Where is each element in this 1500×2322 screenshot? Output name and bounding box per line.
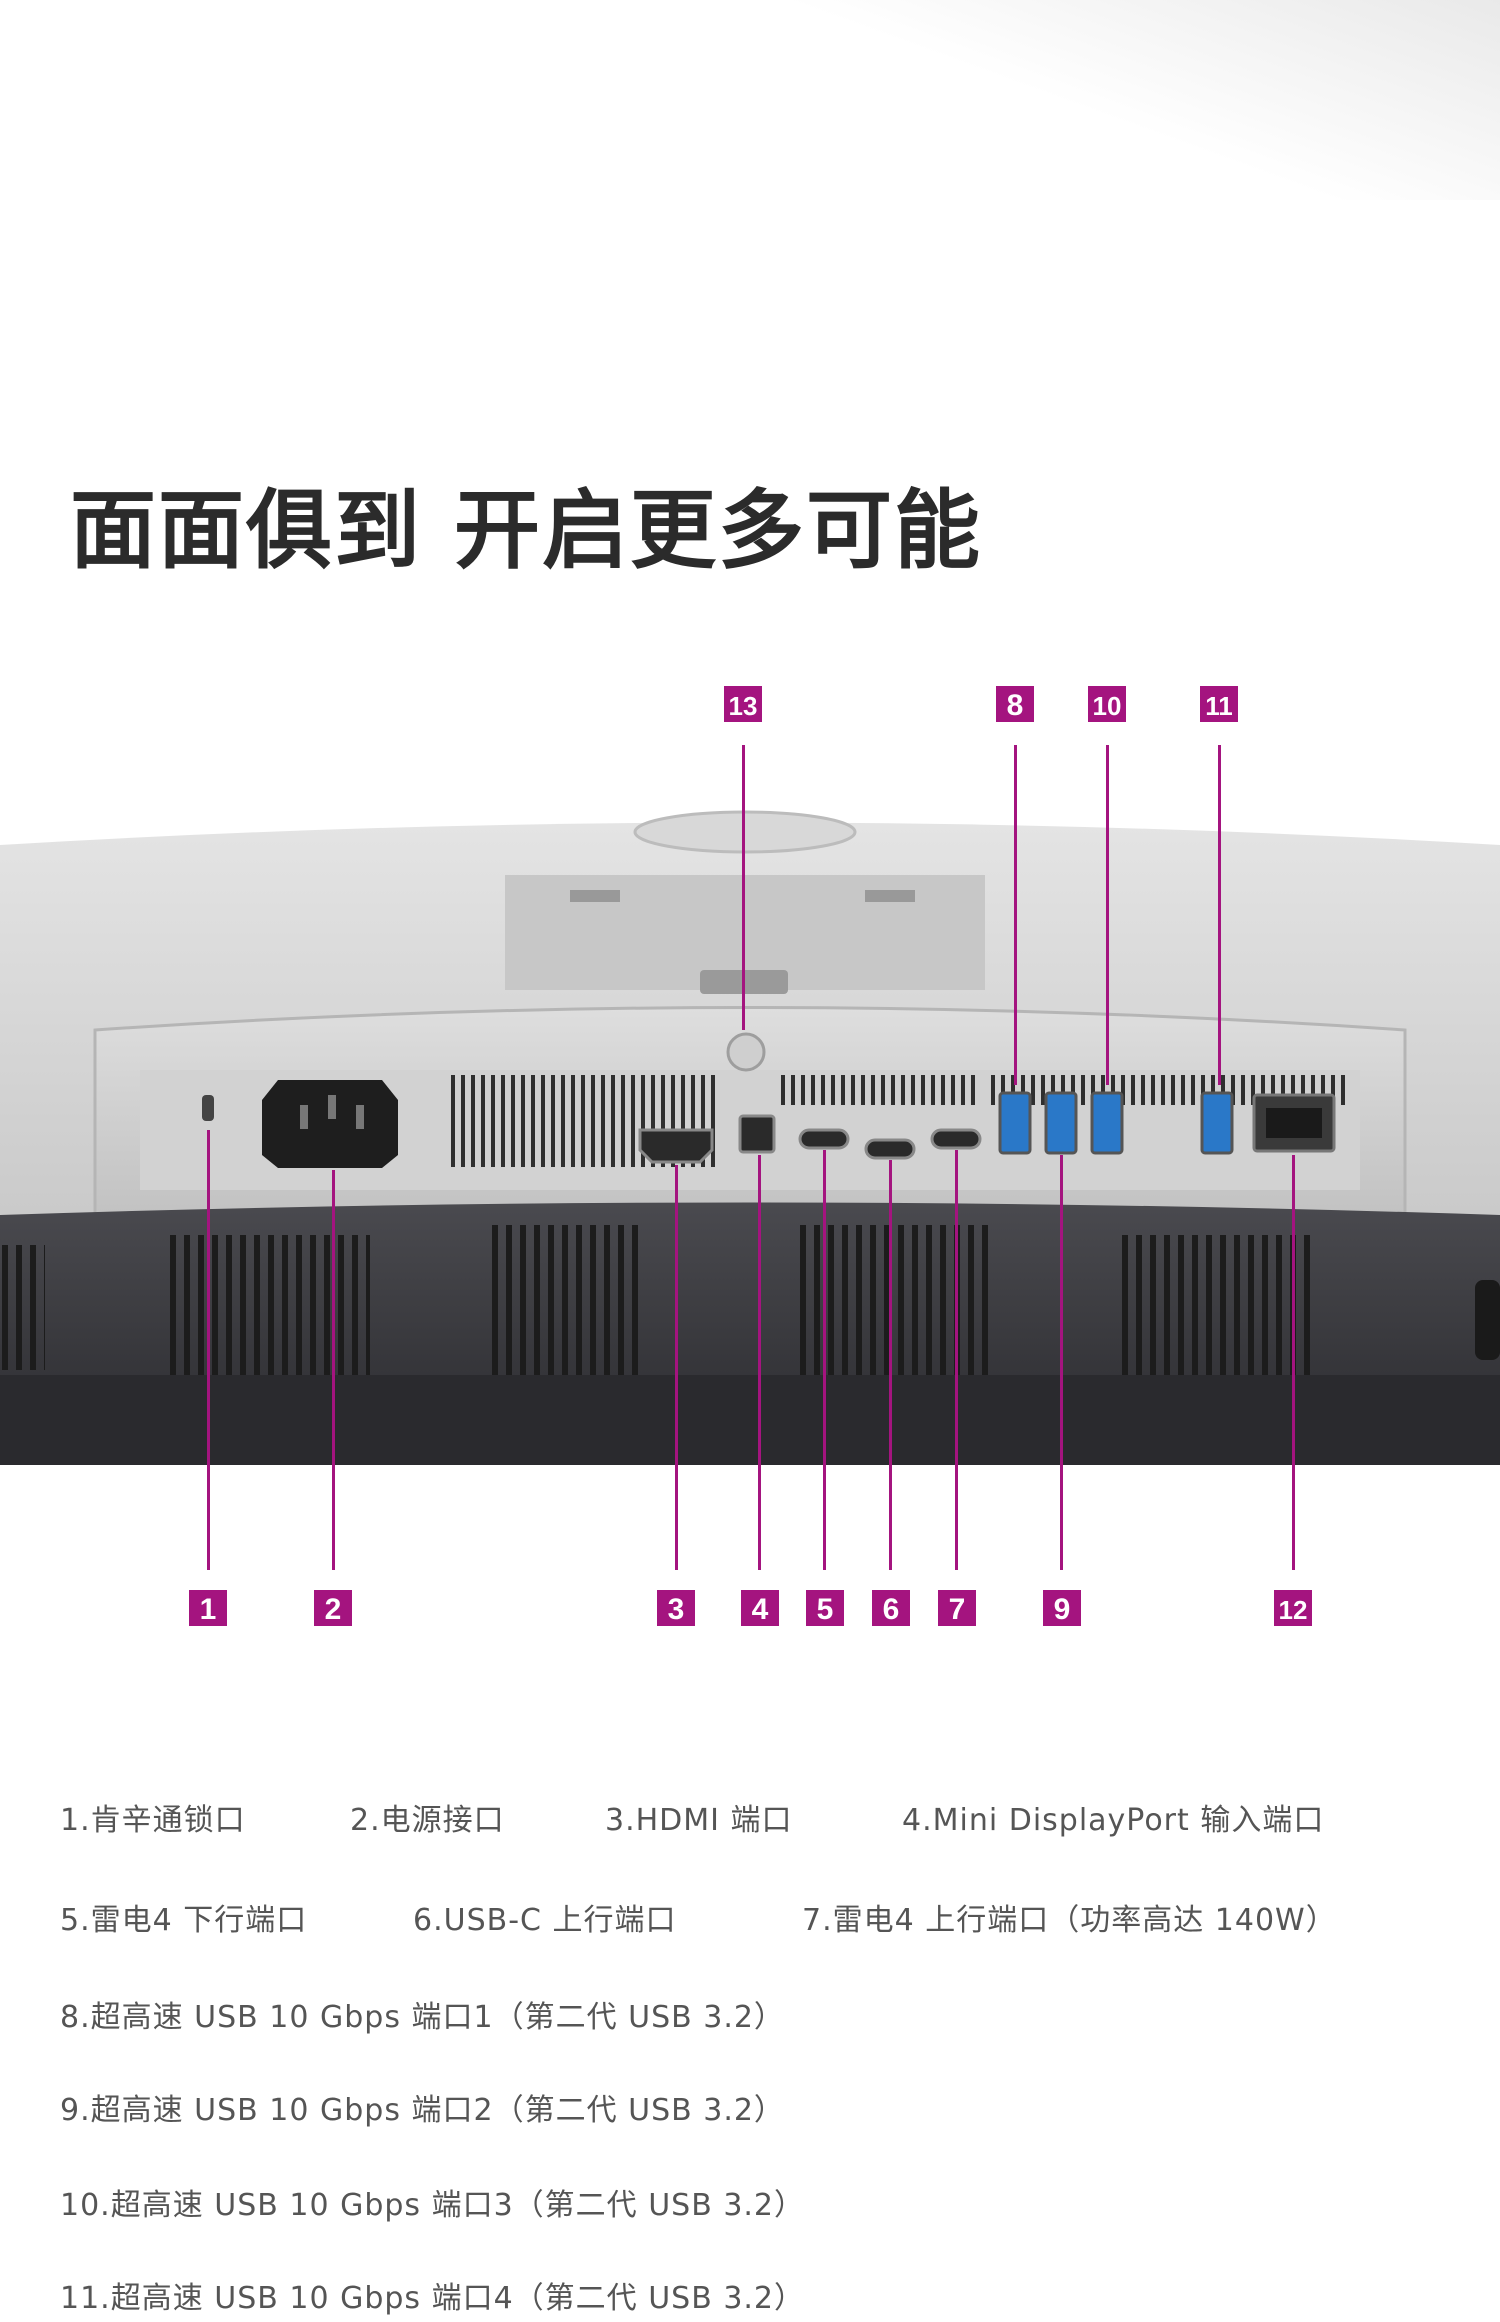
- callout-1: 1: [187, 1588, 229, 1628]
- joystick-button: [726, 1032, 766, 1072]
- legend-item-7: 7.雷电4 上行端口（功率高达 140W）: [802, 1903, 1337, 1938]
- page-title: 面面俱到 开启更多可能: [70, 481, 982, 581]
- leader-11: [1218, 745, 1221, 1085]
- power-port: [262, 1080, 398, 1168]
- legend-item-4: 4.Mini DisplayPort 输入端口: [902, 1803, 1325, 1838]
- stand-neck: [505, 875, 985, 990]
- legend-item-3: 3.HDMI 端口: [605, 1803, 793, 1838]
- callout-6: 6: [870, 1588, 912, 1628]
- leader-7: [955, 1150, 958, 1570]
- leader-3: [675, 1165, 678, 1570]
- hdmi-port: [638, 1128, 714, 1164]
- callout-10: 10: [1086, 684, 1128, 724]
- callout-3: 3: [655, 1588, 697, 1628]
- legend-item-1: 1.肯辛通锁口: [60, 1803, 246, 1838]
- usb-port-2: [1044, 1091, 1078, 1155]
- callout-12: 12: [1272, 1588, 1314, 1628]
- callout-13: 13: [722, 684, 764, 724]
- legend-item-9: 9.超高速 USB 10 Gbps 端口2（第二代 USB 3.2）: [60, 2093, 785, 2128]
- callout-7: 7: [936, 1588, 978, 1628]
- callout-4: 4: [739, 1588, 781, 1628]
- brand-logo-oval: [633, 810, 857, 854]
- leader-5: [823, 1150, 826, 1570]
- leader-10: [1106, 745, 1109, 1085]
- kensington-lock-slot: [202, 1095, 214, 1121]
- callout-11: 11: [1198, 684, 1240, 724]
- legend-item-6: 6.USB-C 上行端口: [413, 1903, 677, 1938]
- leader-4: [758, 1155, 761, 1570]
- leader-8: [1014, 745, 1017, 1085]
- legend-item-2: 2.电源接口: [350, 1803, 505, 1838]
- callout-9: 9: [1041, 1588, 1083, 1628]
- leader-1: [207, 1130, 210, 1570]
- usb-c-upstream-port: [864, 1138, 916, 1160]
- usb-port-4: [1200, 1091, 1234, 1155]
- leader-6: [889, 1160, 892, 1570]
- leader-2: [332, 1170, 335, 1570]
- callout-5: 5: [804, 1588, 846, 1628]
- leader-13: [742, 745, 745, 1030]
- leader-9: [1060, 1155, 1063, 1570]
- thunderbolt-upstream-port: [930, 1128, 982, 1150]
- usb-port-3: [1090, 1091, 1124, 1155]
- legend-item-11: 11.超高速 USB 10 Gbps 端口4（第二代 USB 3.2）: [60, 2281, 806, 2316]
- callout-8: 8: [994, 684, 1036, 724]
- thunderbolt-downstream-port: [798, 1128, 850, 1150]
- leader-12: [1292, 1155, 1295, 1570]
- usb-port-1: [998, 1091, 1032, 1155]
- legend-item-8: 8.超高速 USB 10 Gbps 端口1（第二代 USB 3.2）: [60, 2000, 785, 2035]
- mini-displayport: [738, 1114, 776, 1154]
- legend-item-10: 10.超高速 USB 10 Gbps 端口3（第二代 USB 3.2）: [60, 2188, 806, 2223]
- background-gradient: [0, 0, 1500, 200]
- callout-2: 2: [312, 1588, 354, 1628]
- legend-item-5: 5.雷电4 下行端口: [60, 1903, 308, 1938]
- monitor-rear-illustration: [0, 810, 1500, 1465]
